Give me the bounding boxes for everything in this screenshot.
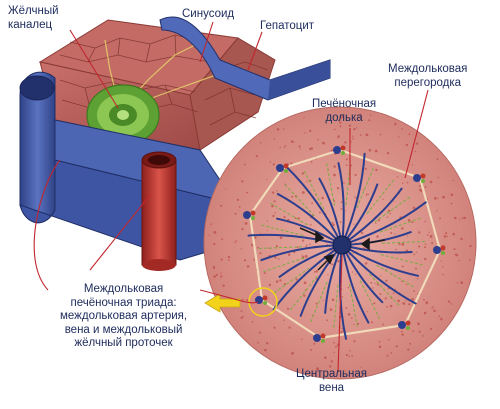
hepatic-lobule bbox=[203, 106, 477, 380]
label-interlobular-septum: Междольковая перегородка bbox=[388, 63, 468, 89]
label-bile-canaliculus: Жёлчный каналец bbox=[8, 5, 59, 31]
leader-bile-canaliculus bbox=[69, 29, 119, 109]
leader-hepatocyte bbox=[247, 31, 263, 71]
leader-lines bbox=[33, 21, 429, 373]
portal-triad-marker bbox=[413, 173, 426, 183]
leader-septum bbox=[404, 89, 429, 179]
leader-central-vein bbox=[337, 254, 343, 373]
label-hepatic-lobule: Печёночная долька bbox=[312, 98, 377, 124]
portal-triad-marker bbox=[276, 163, 289, 173]
label-portal-triad: Междольковая печёночная триада: междольк… bbox=[60, 283, 188, 349]
leader-triad-3 bbox=[199, 289, 259, 304]
label-hepatocyte: Гепатоцит bbox=[260, 20, 315, 32]
portal-triad-marker bbox=[333, 145, 346, 155]
central-vein bbox=[332, 235, 352, 255]
label-central-vein: Центральная вена bbox=[296, 368, 367, 394]
portal-triad-marker bbox=[433, 245, 446, 255]
leader-sinusoid bbox=[199, 21, 214, 63]
leader-triad-1 bbox=[33, 159, 61, 291]
sinusoid-vessel bbox=[159, 16, 331, 101]
portal-triad-marker bbox=[398, 320, 411, 330]
portal-triad-marker bbox=[243, 210, 256, 220]
leader-triad-2 bbox=[89, 194, 151, 271]
portal-triad-marker bbox=[313, 333, 326, 343]
label-sinusoid: Синусоид bbox=[182, 8, 235, 20]
interlobular-artery bbox=[141, 151, 177, 271]
